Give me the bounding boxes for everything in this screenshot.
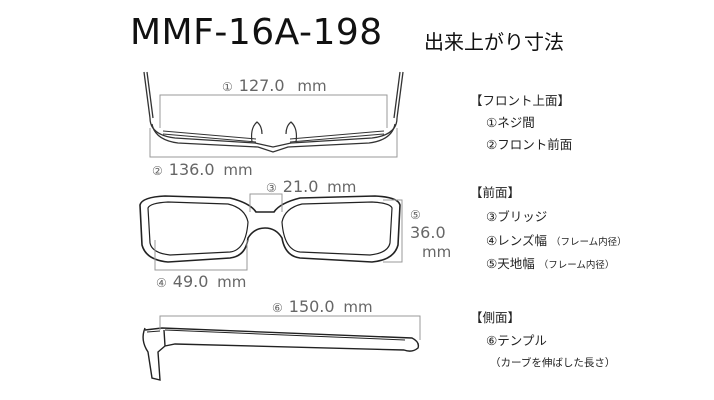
side-view-drawing — [142, 327, 420, 381]
model-title: MMF-16A-198 — [130, 12, 383, 53]
dimension-lines-front — [154, 193, 403, 271]
dimension-5-marker: ⑤ — [410, 208, 421, 222]
legend-item: ③ブリッジ — [486, 209, 548, 224]
legend-heading-side: 【側面】 — [470, 310, 521, 325]
dimension-lines-side — [159, 315, 421, 340]
legend-heading-front-top: 【フロント上面】 — [470, 93, 571, 108]
legend-item: ⑤天地幅 （フレーム内径） — [486, 256, 615, 271]
dimension-lines-top — [149, 94, 398, 158]
dimension-5-value: 36.0 — [410, 223, 446, 242]
legend-item: ①ネジ間 — [486, 115, 535, 130]
legend-item: ②フロント前面 — [486, 137, 573, 152]
top-view-drawing — [143, 71, 404, 153]
legend-heading-front: 【前面】 — [470, 185, 521, 200]
legend-note: （カーブを伸ばした長さ） — [490, 357, 616, 369]
legend-item: ④レンズ幅 （フレーム内径） — [486, 233, 627, 248]
dimension-5-unit: mm — [422, 243, 452, 261]
front-view-drawing — [139, 195, 401, 263]
legend-item: ⑥テンプル — [486, 333, 547, 348]
subtitle: 出来上がり寸法 — [424, 30, 564, 54]
